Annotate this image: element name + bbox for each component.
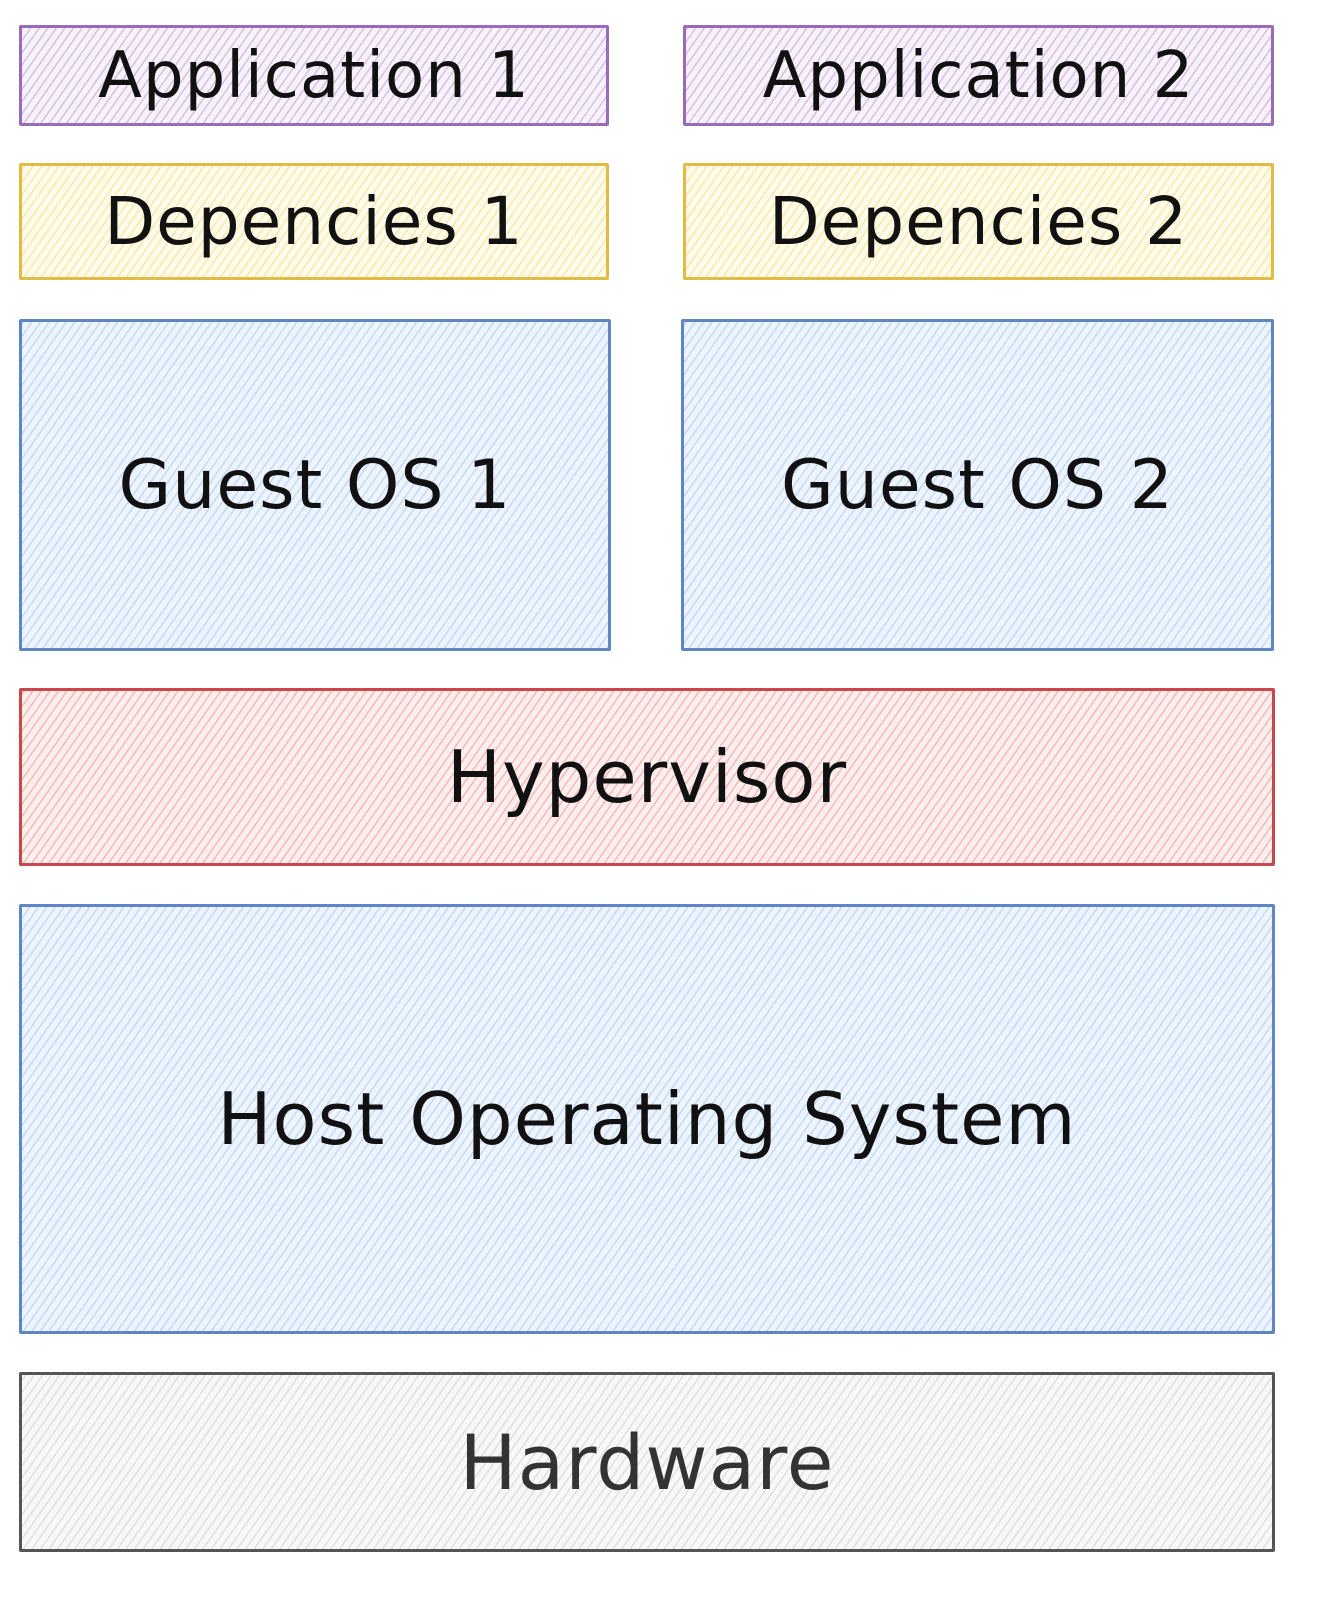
hardware-label: Hardware [459,1417,835,1507]
hardware-box: Hardware [19,1372,1275,1552]
host-os-label: Host Operating System [217,1077,1077,1161]
guest-os-1-box: Guest OS 1 [19,319,611,651]
dependencies-1-label: Depencies 1 [104,183,524,260]
hypervisor-label: Hypervisor [446,735,848,819]
hypervisor-box: Hypervisor [19,688,1275,866]
dependencies-2-box: Depencies 2 [683,163,1274,280]
host-os-box: Host Operating System [19,904,1275,1334]
application-1-box: Application 1 [19,25,609,126]
dependencies-2-label: Depencies 2 [768,183,1189,260]
application-2-label: Application 2 [762,38,1195,113]
dependencies-1-box: Depencies 1 [19,163,609,280]
guest-os-1-label: Guest OS 1 [118,445,512,525]
application-2-box: Application 2 [683,25,1274,126]
application-1-label: Application 1 [98,38,530,113]
guest-os-2-box: Guest OS 2 [681,319,1274,651]
guest-os-2-label: Guest OS 2 [781,445,1174,525]
